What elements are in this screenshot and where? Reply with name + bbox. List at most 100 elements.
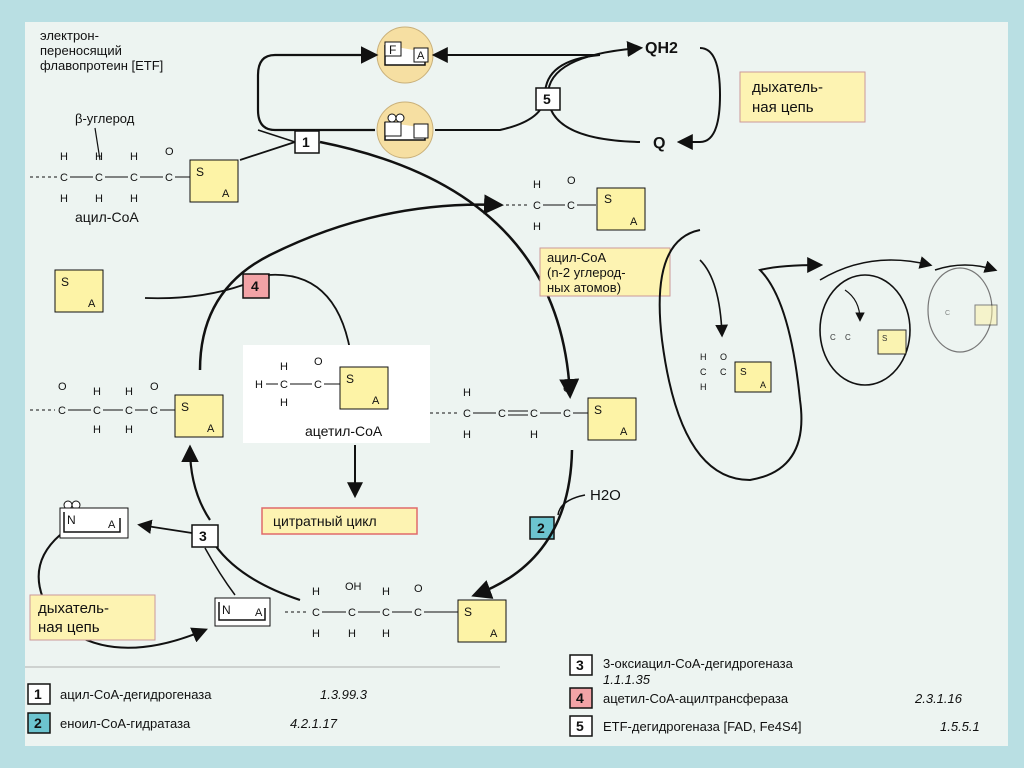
svg-text:A: A (207, 423, 215, 435)
svg-text:O: O (414, 583, 423, 595)
svg-text:(n-2 углерод-: (n-2 углерод- (547, 265, 626, 280)
svg-text:1.3.99.3: 1.3.99.3 (320, 687, 368, 702)
svg-text:4.2.1.17: 4.2.1.17 (290, 716, 338, 731)
svg-text:A: A (88, 298, 96, 310)
nadh-icon: N A (59, 500, 129, 539)
svg-text:A: A (630, 216, 638, 228)
svg-text:4: 4 (251, 278, 259, 294)
svg-text:C: C (700, 367, 707, 377)
svg-text:C: C (314, 379, 322, 391)
svg-text:C: C (382, 607, 390, 619)
svg-text:A: A (620, 426, 628, 438)
svg-text:ацил-CoA: ацил-CoA (547, 250, 606, 265)
svg-text:C: C (463, 408, 471, 420)
svg-text:3: 3 (576, 657, 584, 673)
svg-text:H: H (280, 361, 288, 373)
svg-text:O: O (314, 356, 323, 368)
svg-text:C: C (830, 333, 836, 342)
svg-text:S: S (61, 275, 69, 289)
free-coa: S A (54, 269, 104, 313)
acyl-coa-n2-molecule: HCH OC S A (500, 175, 646, 233)
svg-text:H: H (60, 151, 68, 163)
svg-text:H: H (700, 352, 707, 362)
svg-text:H: H (533, 179, 541, 191)
legend-item-4: 4 ацетил-CoA-ацилтрансфераза 2.3.1.16 (569, 687, 963, 709)
svg-text:C: C (150, 405, 158, 417)
svg-text:S: S (464, 605, 472, 619)
svg-text:S: S (181, 400, 189, 414)
svg-text:цитратный цикл: цитратный цикл (273, 513, 377, 529)
svg-text:O: O (58, 381, 67, 393)
svg-text:A: A (255, 607, 263, 619)
svg-text:4: 4 (576, 690, 584, 706)
svg-text:S: S (196, 165, 204, 179)
svg-text:A: A (490, 628, 498, 640)
svg-text:H: H (463, 387, 471, 399)
svg-text:O: O (720, 352, 727, 362)
svg-text:A: A (222, 188, 230, 200)
svg-text:H: H (700, 382, 707, 392)
acyl-coa-spiral-3: C (945, 304, 998, 326)
svg-text:ных атомов): ных атомов) (547, 280, 621, 295)
legend-item-1: 1 ацил-CoA-дегидрогеназа 1.3.99.3 (27, 683, 368, 705)
qh2-label: QH2 (645, 40, 678, 57)
svg-text:H: H (125, 386, 133, 398)
svg-text:C: C (60, 172, 68, 184)
legend-item-5: 5 ETF-дегидрогеназа [FAD, Fe4S4] 1.5.5.1 (569, 715, 980, 737)
svg-text:N: N (222, 603, 231, 617)
svg-text:A: A (760, 380, 766, 390)
nad-icon: N A (214, 597, 271, 627)
beta-carbon-label: β-углерод (75, 111, 135, 126)
etf-oxidized-icon: F A (376, 26, 434, 84)
svg-text:еноил-CoA-гидратаза: еноил-CoA-гидратаза (60, 716, 191, 731)
svg-text:H: H (255, 379, 263, 391)
svg-text:C: C (498, 408, 506, 420)
acetyl-coa-label: ацетил-CoA (305, 423, 383, 439)
svg-text:H: H (312, 628, 320, 640)
svg-text:1: 1 (302, 134, 310, 150)
svg-text:A: A (108, 519, 116, 531)
acyl-coa-spiral-2: C C S (830, 329, 907, 355)
svg-text:1.5.5.1: 1.5.5.1 (940, 719, 980, 734)
enzyme-1-marker: 1 (294, 130, 320, 154)
svg-text:S: S (346, 372, 354, 386)
svg-text:ная цепь: ная цепь (38, 619, 100, 636)
svg-text:ная цепь: ная цепь (752, 99, 814, 116)
etf-label-line1: электрон- (40, 28, 99, 43)
svg-text:O: O (563, 383, 572, 395)
enzyme-5-marker: 5 (535, 87, 561, 111)
svg-text:ацил-CoA-дегидрогеназа: ацил-CoA-дегидрогеназа (60, 687, 212, 702)
diagram-panel (25, 22, 1008, 746)
svg-text:C: C (312, 607, 320, 619)
ketoacyl-coa-molecule: CO HCH HCH OC S A (30, 381, 224, 438)
etf-label-line2: переносящий (40, 43, 122, 58)
svg-text:C: C (348, 607, 356, 619)
svg-text:H: H (382, 628, 390, 640)
svg-text:H: H (95, 193, 103, 205)
svg-text:O: O (567, 175, 576, 187)
svg-text:F: F (389, 43, 396, 57)
resp-chain-top-box: дыхатель- ная цепь (739, 71, 866, 123)
svg-text:H: H (533, 221, 541, 233)
svg-text:H: H (93, 424, 101, 436)
acyl-coa-spiral-1: H C H O C S A (700, 352, 772, 393)
svg-text:C: C (125, 405, 133, 417)
svg-text:1: 1 (34, 686, 42, 702)
svg-text:H: H (382, 586, 390, 598)
acetyl-coa-molecule: HCH H OC S A (255, 356, 389, 410)
etf-label-line3: флавопротеин [ETF] (40, 58, 163, 73)
svg-text:дыхатель-: дыхатель- (38, 600, 109, 617)
svg-text:A: A (417, 50, 425, 62)
svg-text:C: C (280, 379, 288, 391)
svg-text:2: 2 (537, 520, 545, 536)
svg-text:C: C (165, 172, 173, 184)
enzyme-3-marker: 3 (191, 524, 219, 548)
svg-text:C: C (414, 607, 422, 619)
svg-text:C: C (720, 367, 727, 377)
svg-text:C: C (130, 172, 138, 184)
svg-text:C: C (845, 333, 851, 342)
svg-text:5: 5 (543, 91, 551, 107)
svg-text:A: A (372, 395, 380, 407)
